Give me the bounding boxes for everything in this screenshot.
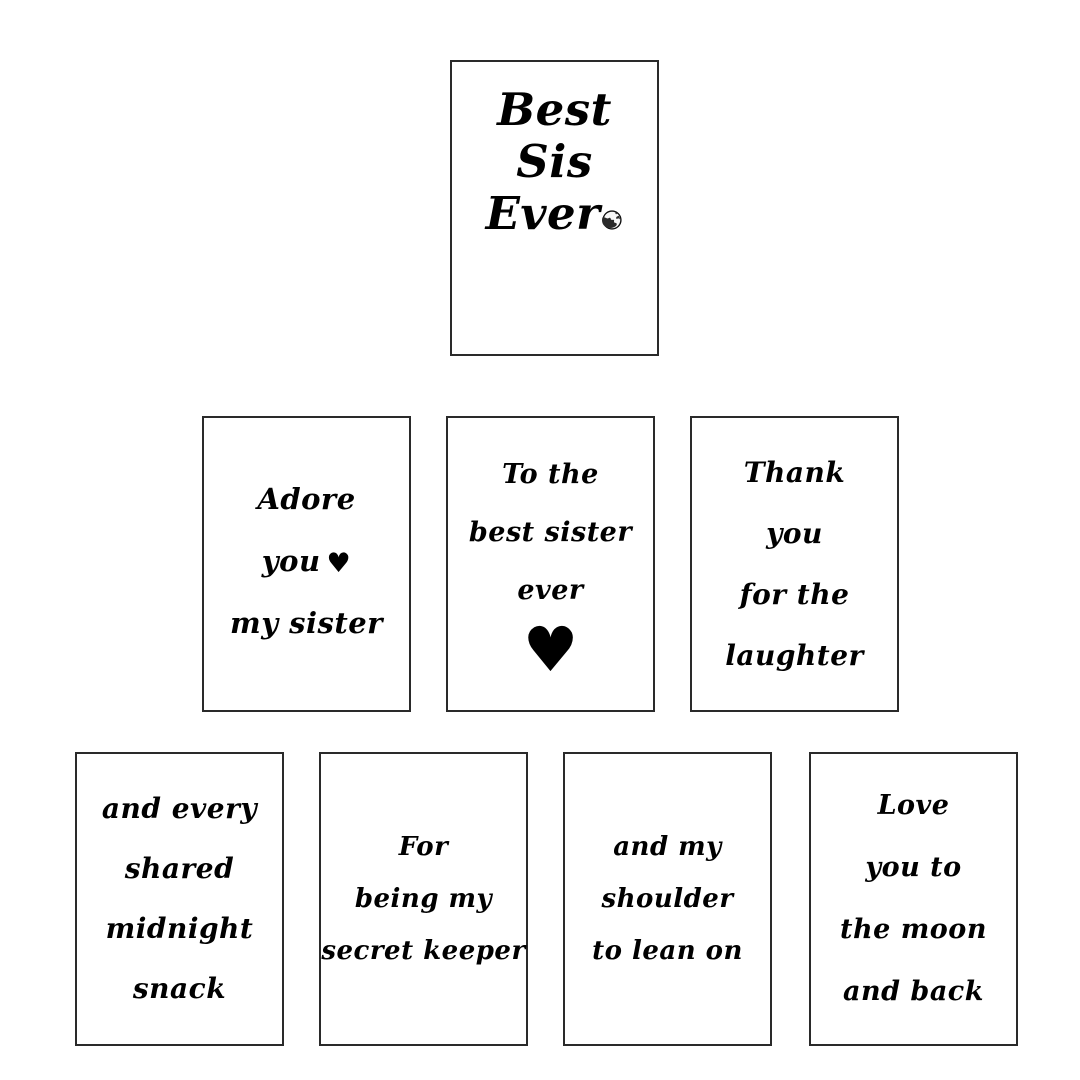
card-line: secret keeper [321, 936, 526, 966]
card-line: you to [865, 852, 962, 883]
card-and-my-shoulder-to-lean-on[interactable]: and my shoulder to lean on [563, 752, 772, 1046]
card-line: and back [843, 976, 984, 1007]
heart-icon: ♥ [326, 548, 352, 579]
card-line: midnight [105, 912, 254, 945]
card-line: To the [502, 459, 599, 490]
card-text: and my shoulder to lean on [565, 821, 770, 977]
card-line: and every [101, 792, 258, 825]
card-and-every-shared-midnight-snack[interactable]: and every shared midnight snack [75, 752, 284, 1046]
card-line: laughter [725, 639, 864, 672]
card-line: shoulder [601, 884, 734, 914]
card-line: shared [124, 852, 235, 885]
card-line: Love [877, 790, 950, 821]
card-line: for the [739, 578, 850, 611]
card-line: Adore [257, 482, 356, 516]
card-line: being my [354, 884, 493, 914]
globe-icon [601, 190, 623, 242]
card-line: For [398, 832, 449, 862]
card-line: Thank [743, 456, 846, 489]
card-line: my sister [230, 606, 383, 640]
card-text: and every shared midnight snack [77, 779, 282, 1019]
card-love-you-to-the-moon-and-back[interactable]: Love you to the moon and back [809, 752, 1018, 1046]
card-text: For being my secret keeper [321, 821, 526, 977]
card-line: Ever [486, 188, 624, 242]
card-line-text: you [261, 544, 321, 578]
card-line-text: Ever [485, 187, 601, 240]
card-thank-you-for-the-laughter[interactable]: Thank you for the laughter [690, 416, 899, 712]
card-for-being-my-secret-keeper[interactable]: For being my secret keeper [319, 752, 528, 1046]
card-line: you [766, 517, 823, 550]
card-line: Best [497, 83, 612, 136]
card-text: Adore you♥ my sister [204, 468, 409, 660]
card-to-the-best-sister-ever[interactable]: To the best sister ever ♥ [446, 416, 655, 712]
heart-icon: ♥ [522, 613, 579, 686]
card-text: Best Sis Ever [452, 62, 657, 242]
card-line: Sis [516, 135, 593, 188]
card-text: Love you to the moon and back [811, 775, 1016, 1023]
card-line: best sister [468, 517, 633, 548]
card-line: you♥ [262, 530, 352, 592]
card-text: Thank you for the laughter [692, 442, 897, 686]
card-line: the moon [840, 914, 987, 945]
card-line: and my [613, 832, 722, 862]
card-best-sis-ever[interactable]: Best Sis Ever [450, 60, 659, 356]
card-adore-you-my-sister[interactable]: Adore you♥ my sister [202, 416, 411, 712]
card-text: To the best sister ever ♥ [448, 446, 653, 682]
card-line: to lean on [592, 936, 743, 966]
card-line: ever [517, 575, 584, 606]
card-line: snack [132, 972, 227, 1005]
